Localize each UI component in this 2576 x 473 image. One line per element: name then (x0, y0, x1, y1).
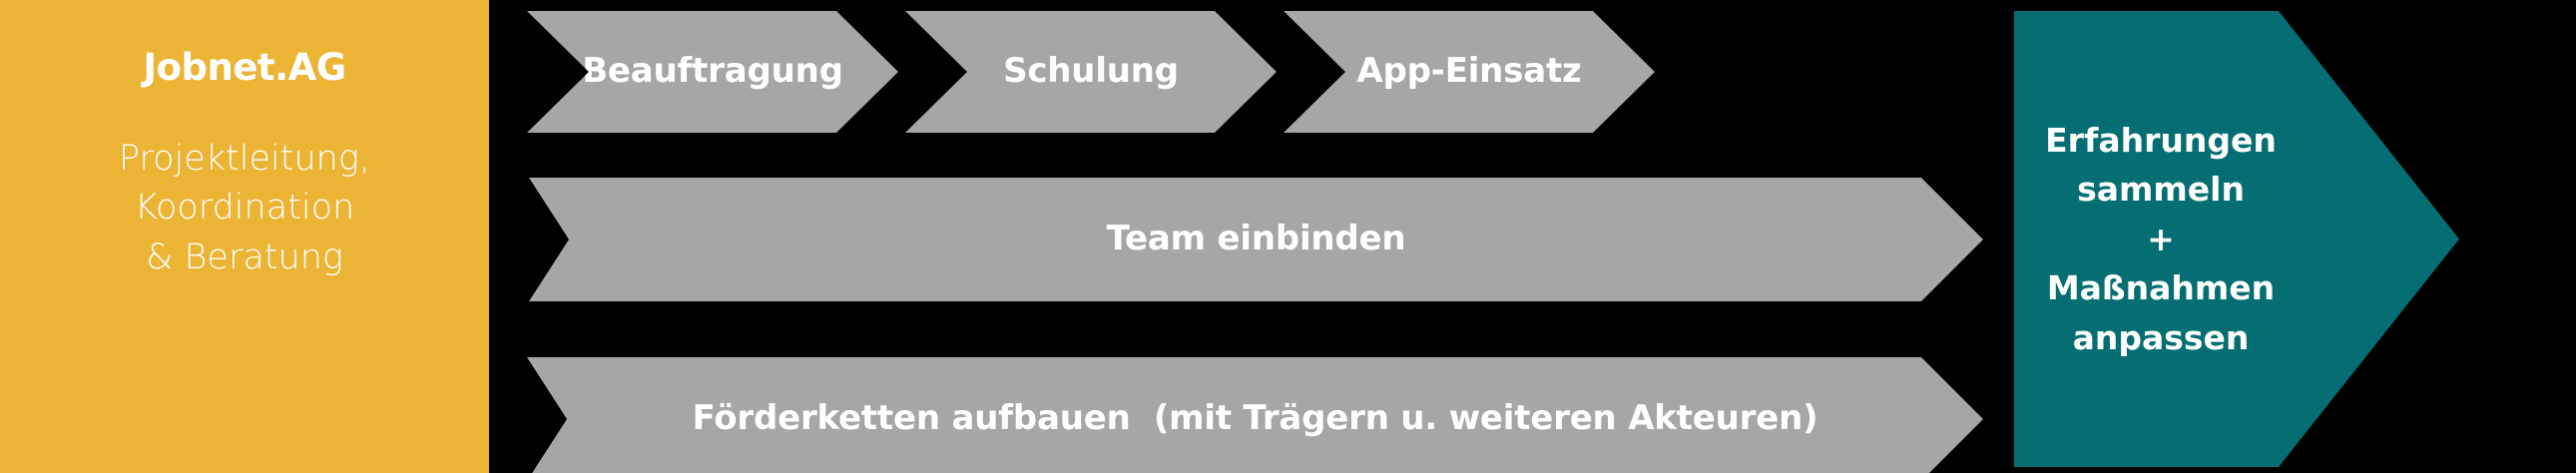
process-step-label: App-Einsatz (1356, 51, 1582, 92)
process-band-label: Förderketten aufbauen (mit Trägern u. we… (692, 398, 1818, 439)
process-band-team-einbinden: Team einbinden (529, 178, 1983, 301)
process-step-app-einsatz: App-Einsatz (1284, 11, 1655, 133)
process-step-label: Beauftragung (582, 51, 843, 92)
process-band-label: Team einbinden (1106, 219, 1406, 259)
process-band-foerderketten-aufbauen: Förderketten aufbauen (mit Trägern u. we… (527, 357, 1983, 473)
outcome-label: Erfahrungen sammeln + Maßnahmen anpassen (2045, 120, 2277, 357)
process-step-beauftragung: Beauftragung (527, 11, 898, 133)
process-step-schulung: Schulung (905, 11, 1277, 133)
organisation-title: Jobnet.AG (143, 46, 346, 89)
outcome-arrow: Erfahrungen sammeln + Maßnahmen anpassen (2014, 11, 2459, 467)
organisation-panel: Jobnet.AG Projektleitung, Koordination &… (0, 0, 489, 473)
organisation-subtitle: Projektleitung, Koordination & Beratung (119, 138, 370, 278)
process-step-label: Schulung (1003, 51, 1179, 92)
